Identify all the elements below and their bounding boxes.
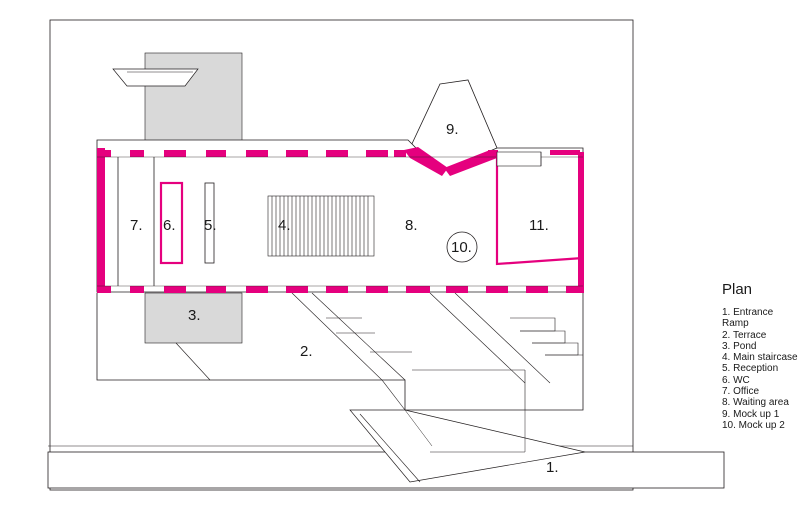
ramp-wedge <box>349 409 586 483</box>
legend-item: 10. Mock up 2 <box>722 419 785 431</box>
pond-upper-block <box>144 52 243 144</box>
site-boundary <box>49 19 634 491</box>
label-reception: 5. <box>204 217 217 234</box>
label-room-11: 11. <box>529 217 549 234</box>
room-11-wall <box>495 156 584 266</box>
legend-item: 6. WC <box>722 374 750 386</box>
legend-item: 4. Main staircase <box>722 352 798 364</box>
pond-block <box>144 292 243 344</box>
mock-up-2-circle <box>446 231 478 263</box>
legend-title: Plan <box>722 281 753 298</box>
terrace-outline <box>96 293 584 411</box>
label-waiting-area: 8. <box>405 217 418 234</box>
label-office: 7. <box>130 217 143 234</box>
legend-item: 8. Waiting area <box>722 397 789 409</box>
reception-desk <box>204 182 215 264</box>
legend-item: 1. Entrance Ramp <box>722 307 774 330</box>
legend-item: 2. Terrace <box>722 329 767 341</box>
skylight-parallelogram <box>112 68 199 87</box>
legend-list: 1. Entrance Ramp 2. Terrace 3. Pond 4. M… <box>722 307 800 431</box>
wc-box <box>159 181 184 265</box>
magenta-walls <box>97 147 584 293</box>
legend-item: 5. Reception <box>722 363 779 375</box>
legend-item: 3. Pond <box>722 340 757 352</box>
entrance-ramp <box>47 451 725 489</box>
label-entrance-ramp: 1. <box>546 459 559 476</box>
label-main-staircase: 4. <box>278 217 291 234</box>
main-staircase <box>267 195 375 257</box>
label-mock-up-1: 9. <box>446 121 459 138</box>
label-pond: 3. <box>188 307 201 324</box>
label-wc: 6. <box>163 217 176 234</box>
label-mock-up-2: 10. <box>451 239 472 256</box>
legend-item: 7. Office <box>722 386 760 398</box>
legend-item: 9. Mock up 1 <box>722 408 780 420</box>
plan-legend: Plan 1. Entrance Ramp 2. Terrace 3. Pond… <box>722 281 800 431</box>
label-terrace: 2. <box>300 343 313 360</box>
